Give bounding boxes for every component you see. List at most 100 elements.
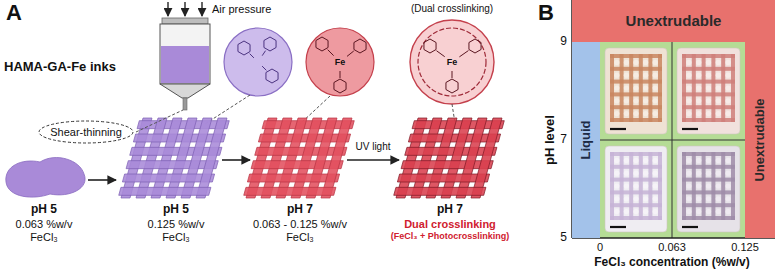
air-arrow [201,2,203,16]
bond [347,51,354,56]
pore [614,158,619,163]
pore [643,196,648,201]
bond [459,51,468,57]
benzene-ring [264,37,276,51]
pore [624,209,629,214]
filament [610,105,662,109]
filament [682,54,686,122]
air-arrow [184,2,186,16]
filament [682,203,735,207]
benzene-ring [238,41,250,55]
filament [682,118,735,122]
annotation: UV light [355,141,390,153]
filament [692,54,696,122]
filament [629,152,633,220]
benzene-ring [446,79,458,93]
pore [686,60,691,65]
air-arrow [167,2,169,16]
filament [721,152,725,220]
benzene-ring [266,69,278,83]
pore [686,183,691,188]
pore [686,73,691,78]
filament [610,216,662,220]
pore [624,111,629,116]
filament [682,54,735,58]
filament [682,165,735,169]
polymer-ring [418,28,486,96]
photo-ground [677,48,740,134]
filament [711,152,715,220]
concentration: 0.063 %w/v FeCl₃ [8,218,80,243]
filament [620,152,624,220]
benzene-ring [469,39,481,53]
pore [614,171,619,176]
syringe-barrel [160,24,210,84]
bond [452,71,453,78]
filament [711,54,715,122]
pore [686,158,691,163]
photo-ground [605,146,667,232]
pore [726,98,731,103]
pore [624,171,629,176]
pore [614,196,619,201]
pore [716,158,721,163]
ink-blob [6,158,85,198]
concentration: 0.125 %w/v FeCl₃ [140,218,212,243]
plunger [162,18,208,24]
callout-text: Shear-thinning [50,126,122,139]
pore [614,111,619,116]
chemical-structure [316,37,366,93]
pore [614,209,619,214]
pore [696,196,701,201]
pore [643,73,648,78]
pore [653,73,658,78]
tick-label: 5 [560,231,567,245]
panel-letter: A [6,0,22,25]
pore [633,73,638,78]
pore [633,60,638,65]
pore [696,209,701,214]
crosslink-note: (FeCl₃ + Photocrosslinking) [391,231,509,241]
pore [716,85,721,90]
filament [658,152,662,220]
pore [624,196,629,201]
pore [696,85,701,90]
tick-label: 0 [597,241,603,254]
annotation: Air pressure [212,3,271,16]
pore [726,158,731,163]
element-symbol: Fe [335,57,346,67]
scale-bar [682,226,698,228]
filament [196,118,227,198]
band-label: Liquid [579,121,594,160]
bond [262,66,266,70]
pore [686,209,691,214]
ellipse-shape [39,121,133,143]
filament [682,80,735,84]
filament [610,178,662,182]
pore [624,183,629,188]
pore [614,60,619,65]
filament [610,118,662,122]
region-band: Liquid [572,42,600,238]
ph-value: pH 7 [437,203,463,217]
pore [706,196,711,201]
tick-label: 0.063 [658,241,686,254]
filament [610,165,662,169]
pore [706,73,711,78]
filament [731,54,735,122]
filament [244,187,336,195]
pore [653,111,658,116]
zoom-circle [306,28,374,96]
pore [633,85,638,90]
filament [610,67,662,71]
filament [321,118,352,198]
filament [610,152,662,156]
photo-ground [677,146,740,232]
printed-lattice [394,118,505,198]
pore [716,183,721,188]
scale-bar [610,128,626,130]
pore [643,60,648,65]
